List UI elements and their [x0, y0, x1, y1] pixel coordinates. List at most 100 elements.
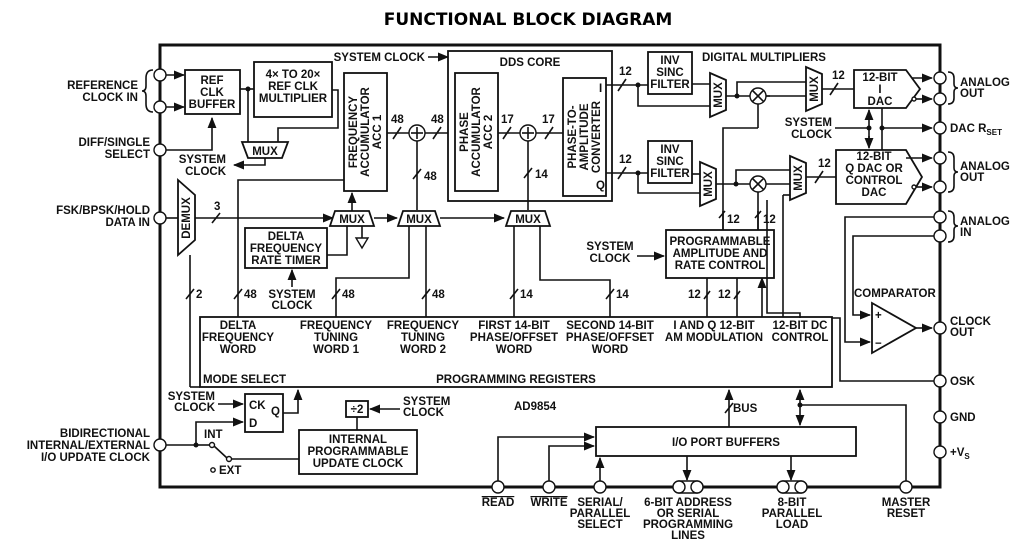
pin-analog-out-2a[interactable]	[933, 151, 947, 165]
bw-48-ftw1: 48	[342, 289, 355, 301]
iuc-l3: UPDATE CLOCK	[313, 458, 404, 470]
analog-out-1-l2: OUT	[960, 88, 984, 100]
reg-am-l2: AM MODULATION	[665, 332, 763, 344]
isf-q-l3: FILTER	[650, 168, 690, 180]
dfrt-l1: DELTA	[268, 231, 305, 243]
clock-out-l1: CLOCK	[950, 316, 992, 328]
pin-analog-out-1b[interactable]	[933, 92, 947, 106]
right-pins: ANALOG OUT DAC RSET ANALOG OUT ANALOG IN…	[933, 71, 1010, 461]
ff-ck: CK	[249, 400, 266, 412]
pin-dac-rset[interactable]	[933, 121, 947, 135]
reg-p2-l2: PHASE/OFFSET	[566, 332, 654, 344]
mux-3	[504, 210, 552, 227]
reg-p2-l3: WORD	[592, 344, 628, 356]
pin-osk[interactable]	[933, 374, 947, 388]
pin-master-reset[interactable]	[899, 480, 913, 494]
io-port-buffers	[595, 426, 857, 457]
fsk-data-in-pin: FSK/BPSK/HOLD DATA IN	[56, 205, 178, 229]
sysclk-par-l1: SYSTEM	[586, 241, 633, 253]
switch-ext: EXT	[219, 465, 241, 477]
pin-analog-in-a[interactable]	[933, 210, 947, 224]
sysclk-1-l2: CLOCK	[185, 166, 227, 178]
idac-l1: 12-BIT	[862, 72, 897, 84]
bw-12-mq: 12	[818, 158, 831, 170]
sysclk-dfrt-l2: CLOCK	[272, 300, 314, 312]
pin-clock-out[interactable]	[933, 321, 947, 335]
pin-diff-single[interactable]	[153, 143, 167, 157]
bw-17-b: 17	[542, 114, 555, 126]
label-diff-single-2: SELECT	[105, 149, 150, 161]
programmable-amplitude-rate-control	[665, 229, 775, 279]
io-update-clock-pin: BIDIRECTIONAL INTERNAL/EXTERNAL I/O UPDA…	[27, 428, 167, 464]
label-io-update-1: BIDIRECTIONAL	[60, 428, 150, 440]
mux-3-label: MUX	[515, 214, 541, 226]
bw-12-par-b: 12	[763, 214, 776, 226]
ground-icon	[354, 237, 370, 250]
register-fields: DELTA FREQUENCY WORD FREQUENCY TUNING WO…	[202, 320, 829, 386]
label-sp-1: SERIAL/	[577, 497, 623, 509]
qdac-l2: Q DAC OR	[845, 163, 903, 175]
mux-refclk	[240, 141, 290, 159]
label-reference-clock-in-2: CLOCK IN	[82, 92, 138, 104]
inv-sinc-filter-i	[647, 51, 693, 95]
label-pl-1: 8-BIT	[778, 497, 807, 509]
mux-q-2-label: MUX	[793, 165, 805, 191]
pin-write[interactable]	[542, 480, 556, 494]
reg-p1-l1: FIRST 14-BIT	[478, 320, 550, 332]
iuc-l1: INTERNAL	[329, 434, 387, 446]
bw-48-dfw: 48	[244, 289, 257, 301]
sysclk-ff-l1: SYSTEM	[168, 391, 215, 403]
sysclk-ff-l2: CLOCK	[174, 402, 216, 414]
dfrt-l2: FREQUENCY	[250, 243, 323, 255]
freq-acc-l2: ACCUMULATOR	[360, 86, 372, 176]
analog-out-2-l1: ANALOG	[960, 161, 1010, 173]
bw-14-second: 14	[616, 289, 629, 301]
reg-ftw1-l2: TUNING	[314, 332, 358, 344]
pin-serial-parallel[interactable]	[593, 480, 607, 494]
divide-by-2-label: ÷2	[351, 404, 364, 416]
pin-read[interactable]	[491, 480, 505, 494]
idac-l2: I	[878, 84, 881, 96]
reg-ftw1-l3: WORD 1	[313, 344, 360, 356]
pac-l2: AMPLITUDE	[579, 103, 591, 170]
bus-label: BUS	[733, 403, 758, 415]
phase-acc-l2: ACCUMULATOR	[471, 86, 483, 176]
dds-core-label: DDS CORE	[500, 57, 561, 69]
idac-l3: DAC	[868, 96, 893, 108]
reg-p1-l3: WORD	[496, 344, 532, 356]
dac-rset-label: DAC RSET	[950, 123, 1002, 137]
label-reference-clock-in-1: REFERENCE	[67, 80, 138, 92]
qdac-l1: 12-BIT	[856, 151, 891, 163]
converter-q: Q	[596, 180, 605, 192]
pin-gnd[interactable]	[933, 410, 947, 424]
phase-accumulator	[454, 72, 499, 192]
ref-clk-buffer-l3: BUFFER	[189, 99, 236, 111]
pin-analog-out-2b[interactable]	[933, 180, 947, 194]
bw-12-am-b: 12	[718, 289, 731, 301]
demux-label: DEMUX	[181, 197, 193, 239]
reference-clock-in-pins: REFERENCE CLOCK IN	[67, 68, 186, 114]
pin-fsk-data[interactable]	[153, 211, 167, 225]
label-sp-3: SELECT	[577, 519, 622, 531]
ff-q: Q	[271, 406, 280, 418]
pin-analog-in-b[interactable]	[933, 229, 947, 243]
pin-vs[interactable]	[933, 445, 947, 459]
chip-name: AD9854	[514, 401, 557, 413]
phase-to-amplitude-converter	[562, 77, 607, 197]
diff-single-select-pin: DIFF/SINGLE SELECT	[78, 116, 217, 161]
label-pl-2: PARALLEL	[762, 508, 822, 520]
par-l1: PROGRAMMABLE	[670, 236, 771, 248]
clock-out-l2: OUT	[950, 327, 974, 339]
label-io-update-3: I/O UPDATE CLOCK	[41, 452, 151, 464]
int-ext-switch[interactable]	[213, 445, 228, 459]
pin-io-update[interactable]	[153, 438, 167, 452]
diagram-title: FUNCTIONAL BLOCK DIAGRAM	[384, 10, 673, 30]
phase-acc-l3: ACC 2	[483, 115, 495, 150]
reg-ftw2-l3: WORD 2	[400, 344, 446, 356]
phase-acc-l1: PHASE	[459, 112, 471, 152]
reg-p1-l2: PHASE/OFFSET	[470, 332, 558, 344]
pin-refclk-2[interactable]	[153, 100, 167, 114]
pin-analog-out-1a[interactable]	[933, 71, 947, 85]
pin-refclk-1[interactable]	[153, 68, 167, 82]
